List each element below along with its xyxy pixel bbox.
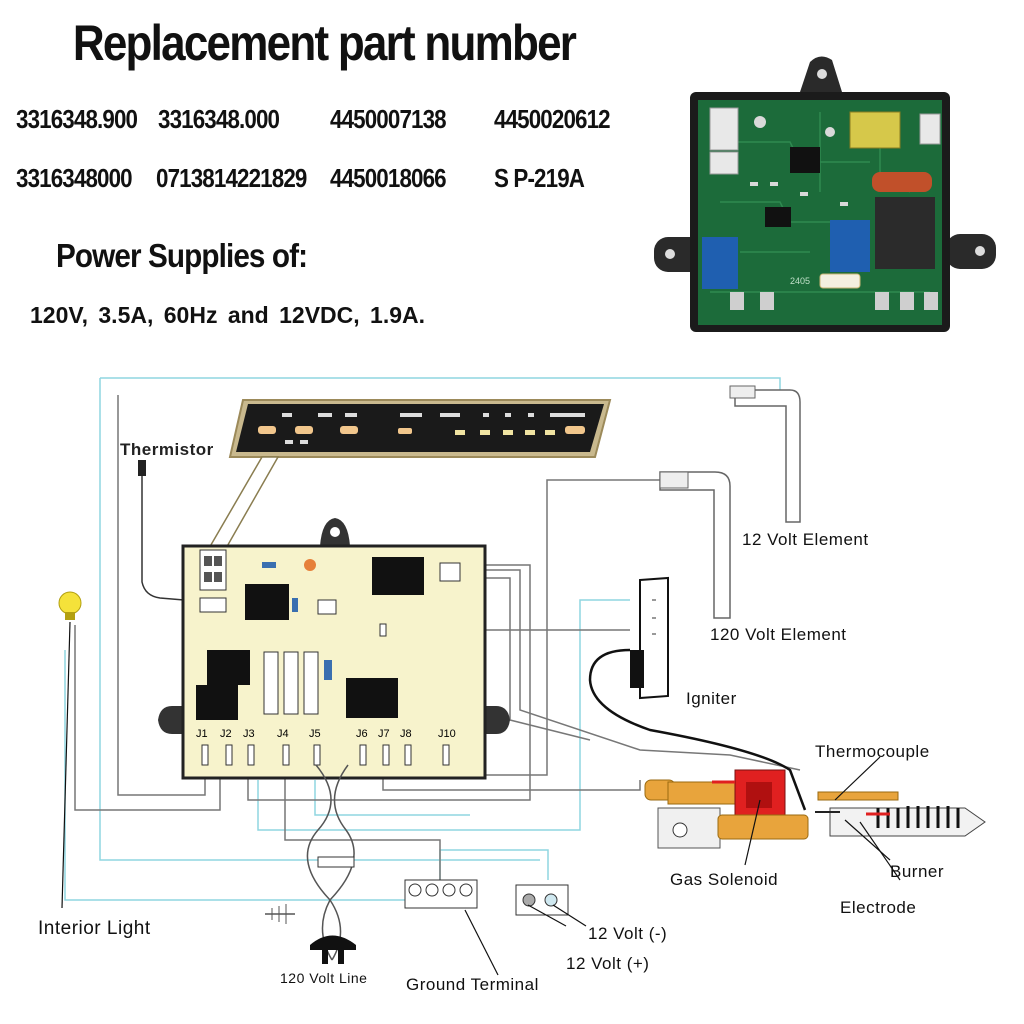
label-12v-positive: 12 Volt (+) — [566, 954, 650, 973]
part-number: 4450020612 — [494, 104, 611, 134]
connector-label: J5 — [309, 728, 321, 740]
connector-label: J2 — [220, 728, 232, 740]
igniter — [588, 576, 807, 811]
12v-terminal-block — [515, 884, 569, 916]
connector-label: J6 — [356, 728, 368, 740]
connector-label: J7 — [378, 728, 390, 740]
gas-solenoid — [644, 769, 809, 849]
part-number: 0713814221829 — [156, 163, 307, 193]
part-number: 4450007138 — [330, 104, 447, 134]
power-supplies-values: 120V, 3.5A, 60Hz and 12VDC, 1.9A. — [30, 302, 426, 328]
label-gas-solenoid: Gas Solenoid — [670, 870, 779, 889]
label-thermistor: Thermistor — [120, 440, 214, 459]
display-panel — [228, 399, 612, 458]
label-thermocouple: Thermocouple — [815, 742, 930, 761]
ground-terminal-block — [404, 879, 478, 909]
pcb-silkscreen: 2405 — [790, 276, 810, 286]
connector-label: J10 — [438, 728, 456, 740]
part-number: 3316348.900 — [16, 104, 138, 134]
label-interior-light: Interior Light — [38, 918, 151, 939]
thermistor-probe — [138, 460, 146, 476]
connector-label: J8 — [400, 728, 412, 740]
label-burner: Burner — [890, 862, 945, 881]
label-12v-element: 12 Volt Element — [742, 530, 869, 549]
label-igniter: Igniter — [686, 689, 737, 708]
part-number: 3316348.000 — [158, 104, 280, 134]
mount-tab-right — [946, 234, 996, 269]
control-board — [158, 518, 510, 780]
wiring-diagram: J1 J2 J3 J4 J5 J6 J7 J8 J10 — [58, 377, 986, 976]
pcb-photo: 2405 — [654, 56, 996, 332]
connector-label: J4 — [277, 728, 289, 740]
relay — [830, 220, 870, 272]
label-120v-line: 120 Volt Line — [280, 970, 368, 986]
label-ground-terminal: Ground Terminal — [406, 975, 539, 994]
part-number: 4450018066 — [330, 163, 447, 193]
connector-label: J3 — [243, 728, 255, 740]
interior-light-bulb — [58, 591, 82, 620]
relay — [702, 237, 738, 289]
cyan-wires — [64, 377, 781, 901]
plug-icon — [265, 904, 356, 964]
part-number: S P-219A — [494, 163, 585, 193]
label-12v-negative: 12 Volt (-) — [588, 924, 668, 943]
label-120v-element: 120 Volt Element — [710, 625, 847, 644]
12v-element — [734, 389, 801, 523]
part-number: 3316348000 — [16, 163, 133, 193]
burner — [815, 791, 986, 837]
label-electrode: Electrode — [840, 898, 917, 917]
connector-row: J1 J2 J3 J4 J5 J6 J7 J8 J10 — [196, 728, 456, 766]
power-supplies-title: Power Supplies of: — [56, 237, 308, 274]
connector-label: J1 — [196, 728, 208, 740]
ribbon-cable — [206, 456, 280, 551]
120v-element — [659, 471, 731, 619]
page-title: Replacement part number — [72, 15, 577, 71]
